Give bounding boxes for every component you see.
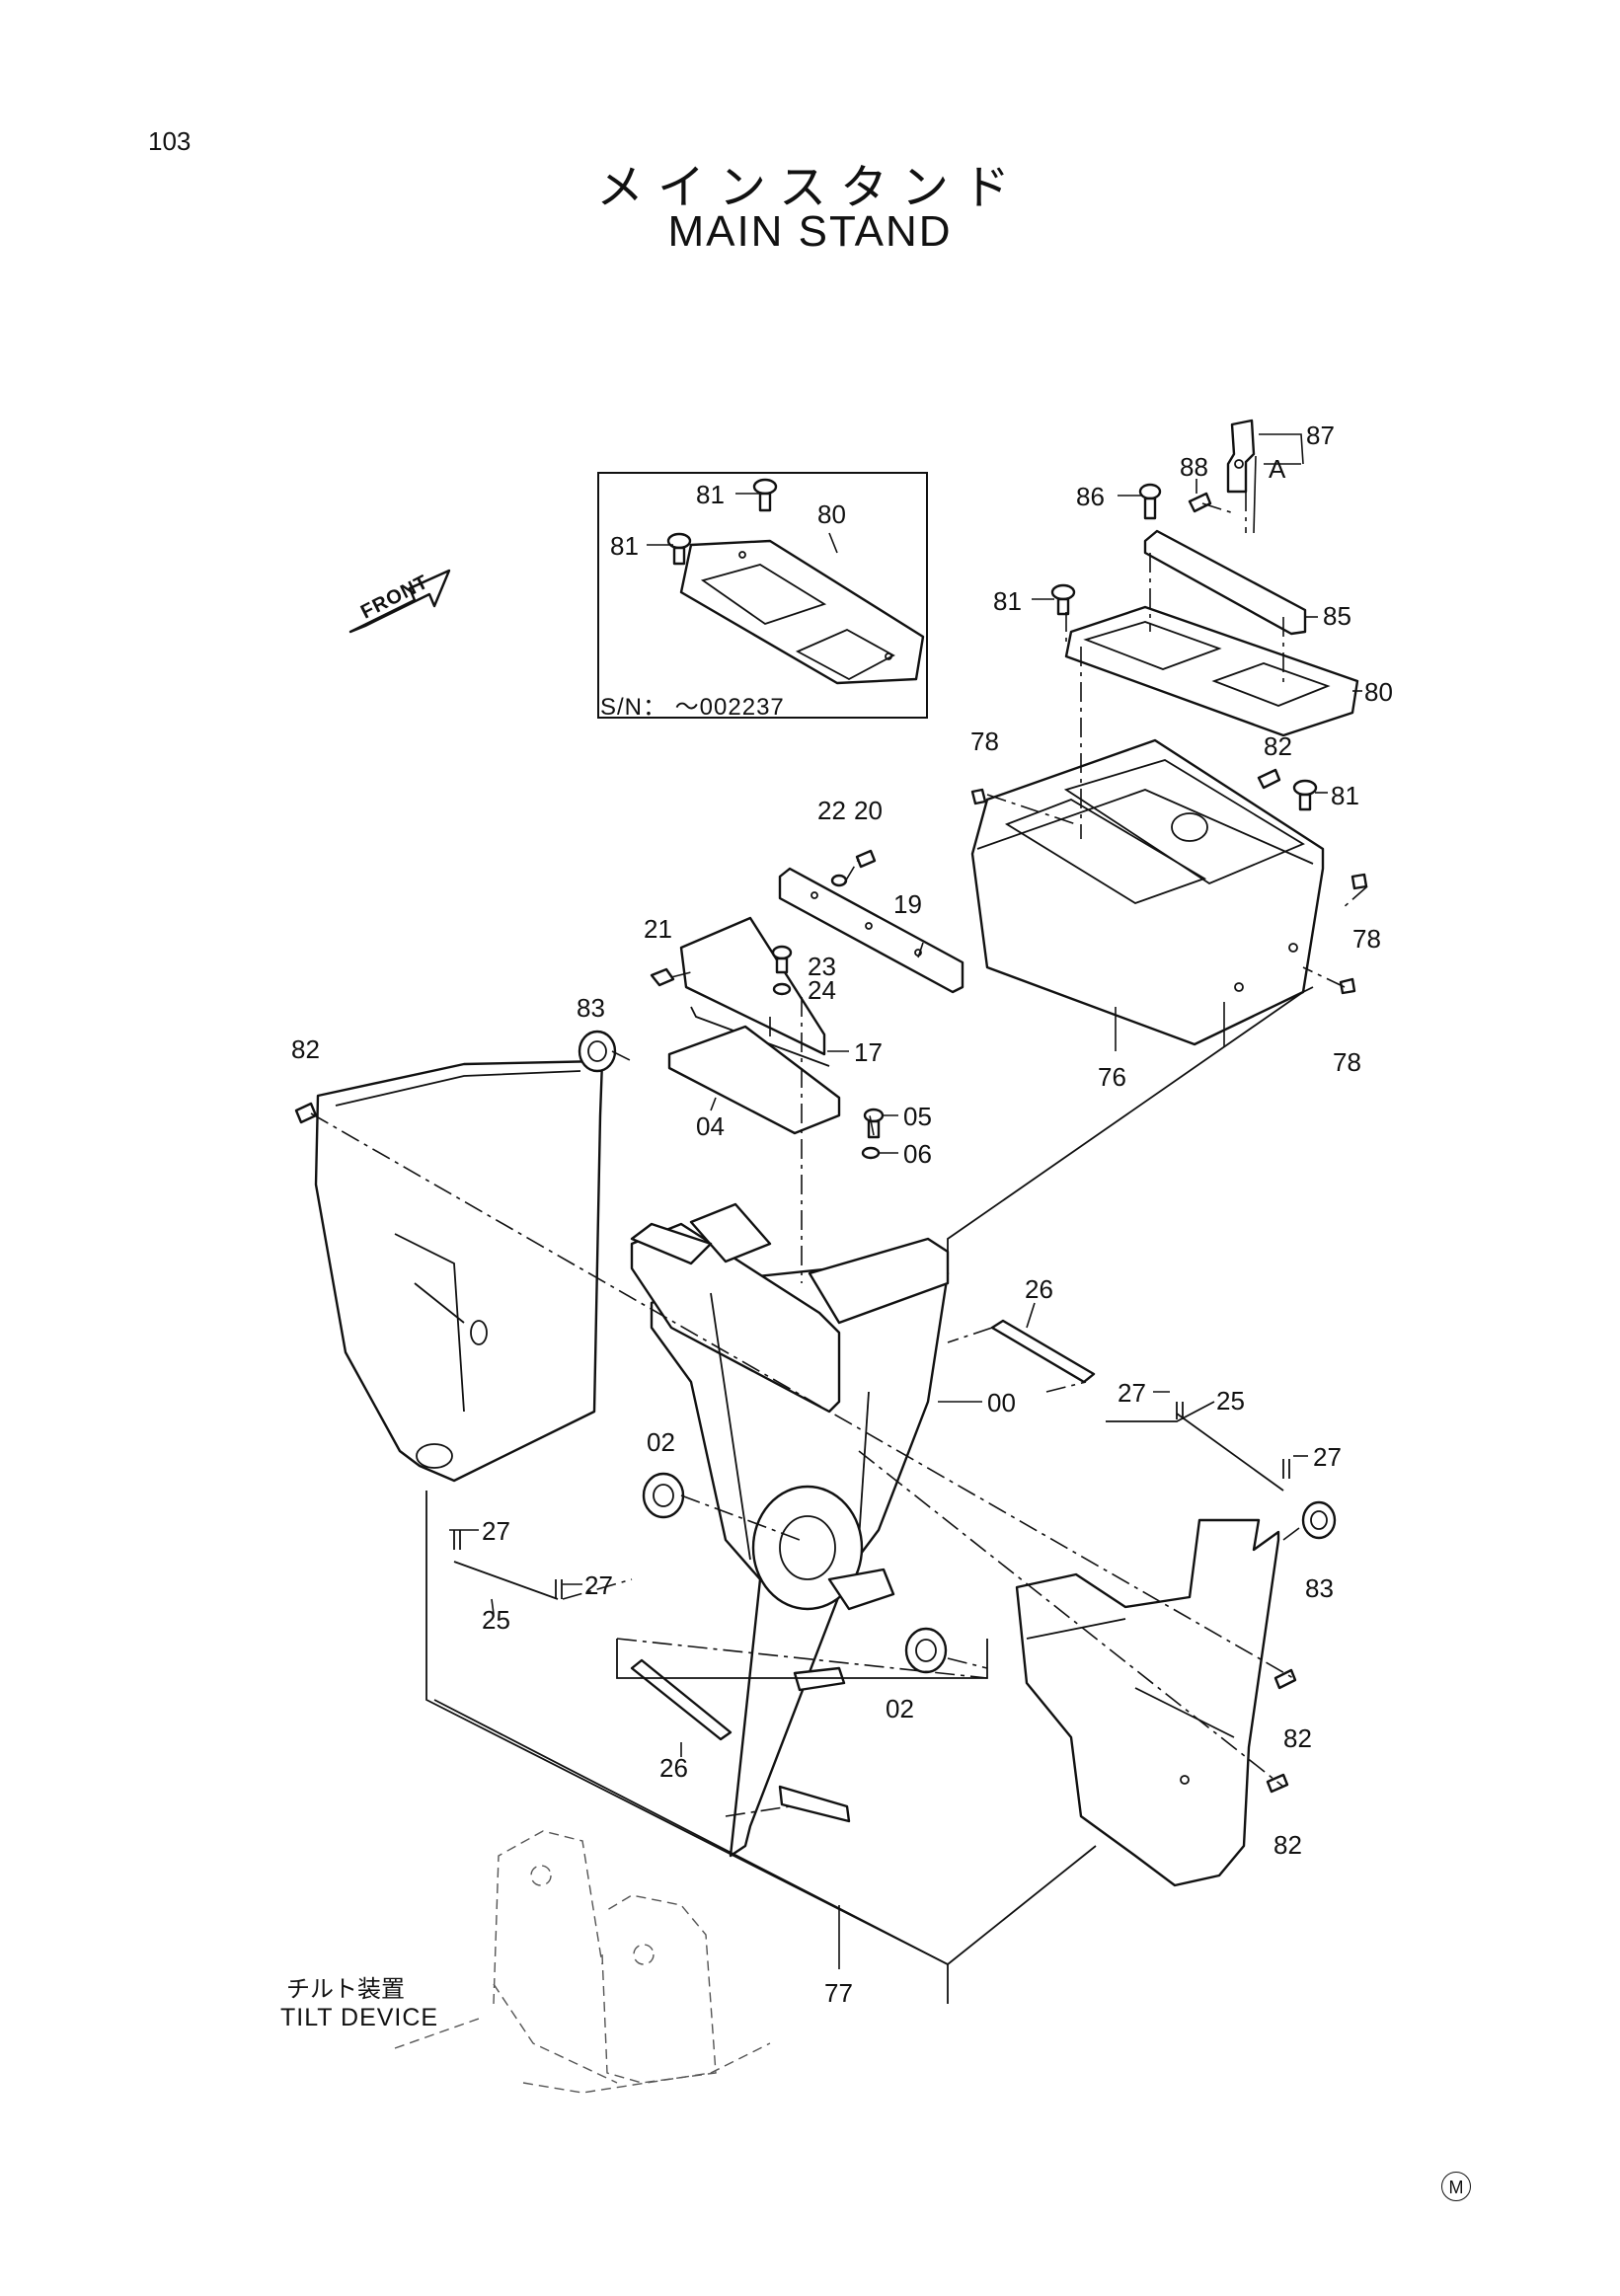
- label-22: 22: [817, 796, 846, 825]
- pin-26-lower: [630, 1658, 733, 1741]
- bracket-plate-85: [1143, 529, 1307, 636]
- label-05: 05: [903, 1102, 932, 1131]
- grommet-83-left: [578, 1030, 617, 1073]
- tilt-device-outline: [394, 1830, 771, 2094]
- label-80-inset: 80: [817, 499, 846, 529]
- label-82-right-upper: 82: [1283, 1723, 1312, 1753]
- label-06: 06: [903, 1139, 932, 1169]
- upper-cover-plate: [1064, 605, 1359, 737]
- mounting-plate-19: [778, 867, 964, 994]
- console-cover: [970, 738, 1325, 1046]
- label-19: 19: [893, 889, 922, 919]
- label-02-right: 02: [886, 1694, 914, 1723]
- inset-bolt-81-left: [666, 532, 692, 566]
- inset-box-early-serial: [597, 472, 928, 719]
- bolt-88: [1188, 492, 1212, 513]
- rod-25-right: [1176, 1413, 1284, 1492]
- clip-27-right-a: [1176, 1402, 1184, 1419]
- label-00: 00: [987, 1388, 1016, 1417]
- bolt-78-right-lower: [1339, 977, 1356, 995]
- bolt-81-upper-left: [1050, 583, 1076, 616]
- mounting-plate-04: [667, 1025, 841, 1135]
- inset-serial-range: S/N： ～002237: [600, 694, 785, 721]
- label-25-left: 25: [482, 1605, 510, 1635]
- bolt-82-left: [294, 1102, 318, 1124]
- label-78-right-lower: 78: [1333, 1047, 1361, 1077]
- label-04: 04: [696, 1111, 725, 1141]
- page-number: 103: [148, 126, 192, 156]
- label-88: 88: [1180, 452, 1208, 482]
- label-23: 23: [808, 952, 836, 981]
- page-title-japanese: メインスタンド: [595, 160, 1025, 215]
- washer-24: [772, 982, 792, 996]
- label-26-lower: 26: [659, 1753, 688, 1783]
- grommet-83-right: [1301, 1500, 1337, 1540]
- bracket-87: [1226, 419, 1256, 494]
- bolt-82-right-lower: [1266, 1773, 1289, 1794]
- clip-27-left-a: [453, 1530, 461, 1550]
- left-side-cover: [314, 1059, 604, 1483]
- inset-bolt-81-top: [752, 478, 778, 512]
- label-82-upper: 82: [1264, 731, 1292, 761]
- label-87: 87: [1306, 421, 1335, 450]
- bolt-78-left: [970, 788, 987, 805]
- nut-21: [650, 967, 675, 987]
- label-26-upper: 26: [1025, 1274, 1053, 1304]
- label-83-right: 83: [1305, 1573, 1334, 1603]
- clip-27-right-b: [1282, 1459, 1290, 1479]
- front-arrow-icon: [348, 569, 451, 634]
- label-80-upper: 80: [1364, 677, 1393, 707]
- pin-26-upper: [990, 1319, 1096, 1384]
- tilt-device-label-japanese: チルト装置: [286, 1975, 405, 2003]
- right-side-cover: [1015, 1518, 1280, 1887]
- bolt-23: [771, 945, 793, 974]
- label-24: 24: [808, 975, 836, 1005]
- washer-22: [830, 874, 848, 887]
- page-title-english: MAIN STAND: [667, 207, 953, 256]
- label-27-right-a: 27: [1118, 1378, 1146, 1408]
- bushing-02-right: [904, 1627, 948, 1674]
- main-stand-frame: [630, 1202, 950, 1858]
- assembly-lines: [310, 492, 1368, 2004]
- label-27-left-a: 27: [482, 1516, 510, 1546]
- label-27-left-b: 27: [584, 1570, 613, 1600]
- inset-cover-plate: [679, 539, 925, 685]
- label-86: 86: [1076, 482, 1105, 511]
- label-20: 20: [854, 796, 883, 825]
- label-81-right: 81: [1331, 781, 1359, 810]
- label-78-left: 78: [970, 727, 999, 756]
- label-02-left: 02: [647, 1427, 675, 1457]
- label-25-right: 25: [1216, 1386, 1245, 1416]
- clip-27-left-b: [555, 1579, 563, 1599]
- label-82-left: 82: [291, 1034, 320, 1064]
- label-17: 17: [854, 1037, 883, 1067]
- manufacturer-mark-icon: M: [1441, 2172, 1471, 2201]
- label-81-inset-top: 81: [696, 480, 725, 509]
- label-76: 76: [1098, 1062, 1126, 1092]
- bolt-20: [855, 849, 877, 869]
- label-81-inset-left: 81: [610, 531, 639, 561]
- label-82-right-lower: 82: [1273, 1830, 1302, 1860]
- rod-25-left: [453, 1561, 559, 1600]
- label-85: 85: [1323, 601, 1351, 631]
- bolt-78-right-upper: [1350, 873, 1368, 890]
- label-78-right-upper: 78: [1352, 924, 1381, 954]
- washer-06: [861, 1146, 881, 1160]
- label-81-upper: 81: [993, 586, 1022, 616]
- label-77: 77: [824, 1978, 853, 2008]
- bolt-82-right-upper: [1273, 1668, 1297, 1690]
- bolt-81-right: [1292, 779, 1318, 811]
- bolt-82-upper: [1257, 768, 1281, 790]
- mounting-plate-17: [679, 916, 830, 1067]
- view-label-a: A: [1269, 454, 1286, 484]
- leader-lines: [449, 433, 1362, 1969]
- label-21: 21: [644, 914, 672, 944]
- label-27-right-b: 27: [1313, 1442, 1342, 1472]
- tilt-device-label-english: TILT DEVICE: [280, 2004, 439, 2031]
- label-83-left: 83: [577, 993, 605, 1023]
- bolt-86: [1138, 483, 1162, 520]
- bushing-02-left: [642, 1472, 685, 1519]
